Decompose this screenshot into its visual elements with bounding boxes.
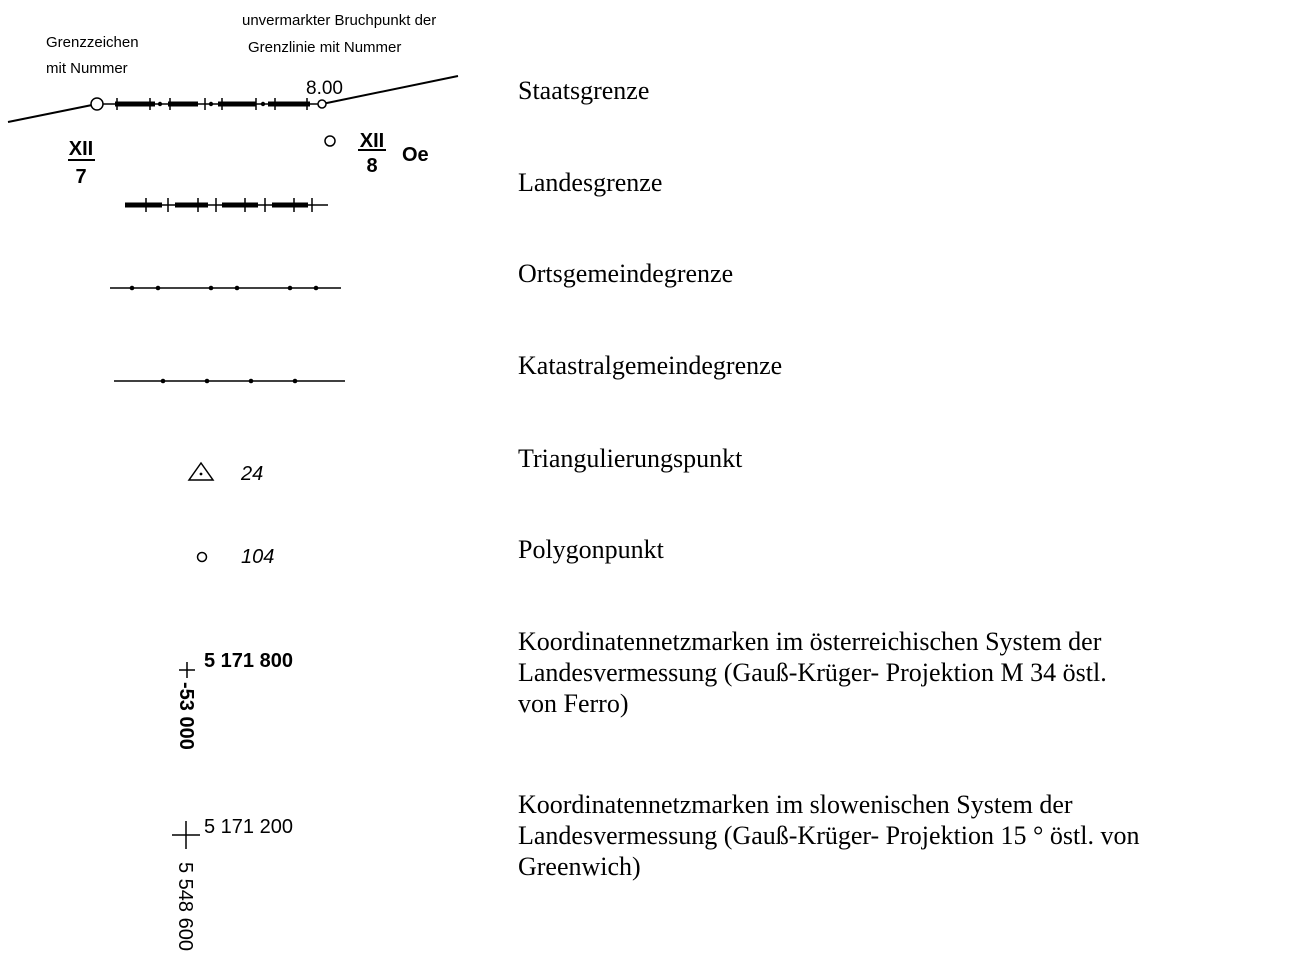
austrian-grid-symbol: 5 171 800 -53 000 — [175, 650, 293, 750]
legend-label-state-border: Staatsgrenze — [518, 76, 650, 105]
border-line-dots — [157, 101, 266, 107]
slovenian-grid-symbol: 5 171 200 5 548 600 — [172, 816, 293, 951]
legend-label-cadastral-border: Katastralgemeindegrenze — [518, 351, 783, 380]
cadastral-border-symbol — [114, 378, 345, 384]
legend-label-slovenian-grid-marks: Koordinatennetzmarken im slowenischen Sy… — [518, 790, 1140, 881]
right-marker-numerator: XII — [360, 130, 384, 152]
unmarked-point-caption: unvermarkter Bruchpunkt der Grenzlinie m… — [242, 12, 440, 56]
border-line-right — [321, 75, 459, 105]
austrian-grid-northing: 5 171 800 — [204, 650, 293, 672]
legend-label-municipality-border: Ortsgemeindegrenze — [518, 259, 734, 288]
border-line-left — [7, 103, 98, 123]
slovenian-grid-easting: 5 548 600 — [174, 862, 196, 951]
legend-label-austrian-grid-marks: Koordinatennetzmarken im österreichische… — [518, 627, 1107, 718]
circle-icon — [196, 551, 208, 563]
right-marker-denominator: 8 — [366, 155, 377, 177]
polygon-point-number: 104 — [241, 546, 274, 568]
left-marker-denominator: 7 — [75, 166, 86, 188]
marker-circle-small — [324, 135, 336, 147]
plus-icon — [179, 662, 195, 678]
province-border-symbol — [125, 198, 328, 212]
legend-label-triangulation-point: Triangulierungspunkt — [518, 444, 743, 473]
legend-label-polygon-point: Polygonpunkt — [518, 535, 664, 564]
triangle-icon — [187, 461, 215, 481]
border-marker-caption: Grenzzeichen mit Nummer — [46, 34, 143, 77]
plus-icon — [172, 821, 200, 849]
triangulation-point-number: 24 — [240, 463, 263, 485]
country-code: Oe — [402, 144, 429, 166]
polygon-point-symbol: 104 — [196, 546, 274, 568]
legend-label-province-border: Landesgrenze — [518, 168, 663, 197]
slovenian-grid-northing: 5 171 200 — [204, 816, 293, 838]
unmarked-point-circle — [317, 99, 327, 109]
state-border-symbol: Grenzzeichen mit Nummer unvermarkter Bru… — [7, 12, 459, 188]
left-marker-numerator: XII — [69, 138, 93, 160]
border-line-ticks — [116, 98, 308, 110]
triangulation-point-symbol: 24 — [187, 461, 263, 485]
municipality-border-symbol — [110, 285, 341, 291]
austrian-grid-easting: -53 000 — [175, 682, 197, 750]
unmarked-point-value: 8.00 — [306, 78, 343, 99]
border-marker-circle — [90, 97, 104, 111]
